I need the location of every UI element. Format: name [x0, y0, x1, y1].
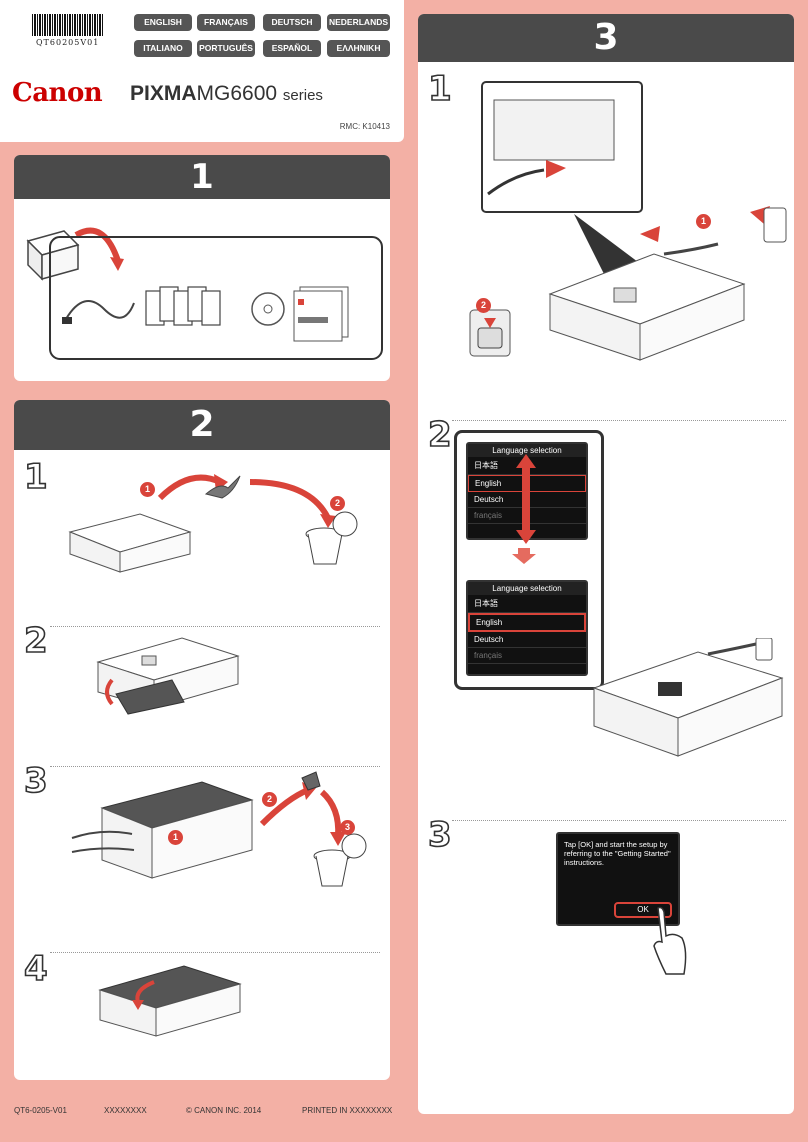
barcode-text: QT60205V01 — [36, 38, 100, 47]
hand-tap-icon — [653, 906, 687, 975]
divider — [452, 420, 786, 421]
open-tray-illustration — [96, 637, 240, 715]
canon-logo: Canon — [12, 78, 103, 108]
section-2-step-2: 2 — [23, 621, 48, 661]
lang-english[interactable]: ENGLISH — [134, 14, 192, 31]
section-2-step-4: 4 — [23, 949, 48, 989]
lang-nederlands[interactable]: NEDERLANDS — [327, 14, 390, 31]
header-panel: QT60205V01 ENGLISH FRANÇAIS DEUTSCH NEDE… — [0, 0, 404, 142]
section-3-step-2: 2 — [427, 415, 452, 455]
language-screen-title: Language selection — [468, 444, 586, 457]
section-1-number: 1 — [190, 157, 214, 197]
ok-button[interactable]: OK — [614, 902, 672, 918]
language-screen-select: Language selection 日本語 English Deutsch f… — [466, 580, 588, 676]
lang-greek[interactable]: ΕΛΛΗΝΙΚΗ — [327, 40, 390, 57]
section-3-step-1: 1 — [427, 69, 452, 109]
footer-code: QT6-0205-V01 — [14, 1106, 67, 1115]
step-badge-2: 2 — [476, 298, 491, 313]
divider — [50, 626, 380, 627]
setup-message-text: Tap [OK] and start the setup by referrin… — [564, 840, 671, 867]
connect-power-illustration — [469, 81, 787, 361]
product-suffix: series — [282, 87, 323, 104]
divider — [50, 952, 380, 953]
language-option-deutsch[interactable]: Deutsch — [468, 632, 586, 648]
remove-protective-material-illustration — [71, 771, 367, 887]
lang-portugues[interactable]: PORTUGUÊS — [197, 40, 255, 57]
scroll-arrow-icon — [516, 454, 536, 544]
product-prefix: PIXMA — [130, 82, 197, 105]
section-3-number: 3 — [593, 17, 619, 58]
section-2-step-3: 3 — [23, 761, 48, 801]
rmc-code: RMC: K10413 — [339, 122, 390, 131]
language-option-francais[interactable]: français — [468, 648, 586, 664]
printer-powered-illustration — [592, 638, 784, 757]
section-2-header: 2 — [14, 400, 390, 450]
product-name: PIXMAMG6600 series — [130, 82, 323, 106]
close-cover-illustration — [98, 965, 242, 1037]
barcode — [32, 14, 104, 36]
section-1-header: 1 — [14, 155, 390, 199]
section-2: 2 1 1 2 2 3 — [14, 400, 390, 1080]
step-badge-1: 1 — [168, 830, 183, 845]
lang-espanol[interactable]: ESPAÑOL — [263, 40, 321, 57]
language-screen-title: Language selection — [468, 582, 586, 595]
footer-printed: PRINTED IN XXXXXXXX — [302, 1106, 393, 1115]
step-badge-1: 1 — [696, 214, 711, 229]
lang-deutsch[interactable]: DEUTSCH — [263, 14, 321, 31]
step-badge-3: 3 — [340, 820, 355, 835]
section-2-number: 2 — [189, 404, 215, 445]
section-1: 1 — [14, 155, 390, 381]
lang-italiano[interactable]: ITALIANO — [134, 40, 192, 57]
section-2-step-1: 1 — [23, 457, 48, 497]
footer-placeholder: XXXXXXXX — [104, 1106, 147, 1115]
section-3-step-3: 3 — [427, 815, 452, 855]
section-3-header: 3 — [418, 14, 794, 62]
section-3: 3 1 1 2 2 Language selection 日本語 English… — [418, 14, 794, 1114]
product-model: MG6600 — [196, 82, 278, 105]
step-badge-2: 2 — [330, 496, 345, 511]
unbox-illustration — [26, 227, 383, 360]
down-arrow-icon — [512, 548, 536, 564]
divider — [452, 820, 786, 821]
step-badge-1: 1 — [140, 482, 155, 497]
remove-tape-illustration — [68, 474, 358, 573]
divider — [50, 766, 380, 767]
language-option-japanese[interactable]: 日本語 — [468, 595, 586, 613]
lang-francais[interactable]: FRANÇAIS — [197, 14, 255, 31]
step-badge-2: 2 — [262, 792, 277, 807]
setup-message-screen: Tap [OK] and start the setup by referrin… — [556, 832, 680, 926]
language-option-english[interactable]: English — [468, 613, 586, 632]
footer-copyright: © CANON INC. 2014 — [186, 1106, 262, 1115]
